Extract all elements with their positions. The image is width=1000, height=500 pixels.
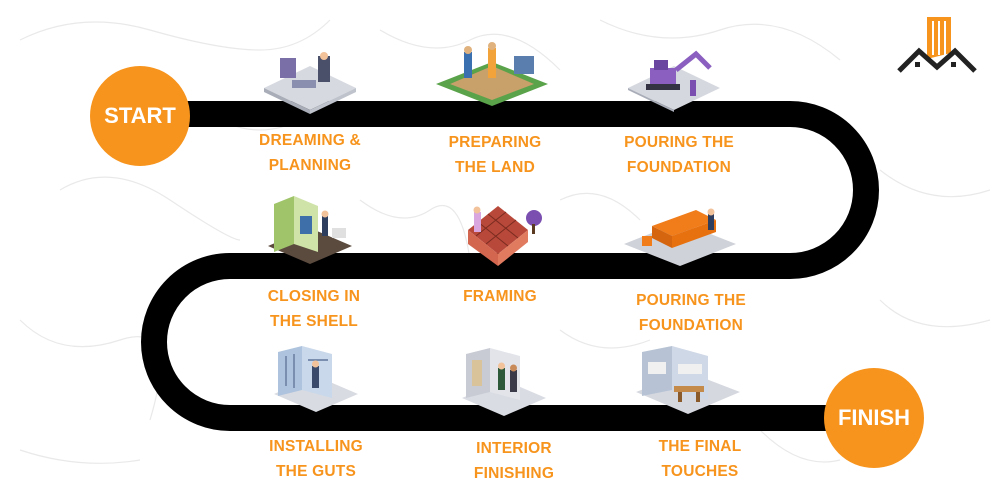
start-label: START: [104, 103, 176, 128]
finish-label: FINISH: [837, 405, 911, 430]
roof-framing-icon: [468, 206, 542, 266]
start-marker: START: [90, 66, 190, 166]
stage-label-closing-shell: CLOSING IN THE SHELL: [267, 288, 361, 330]
stage-label-interior-finishing: INTERIOR FINISHING: [473, 440, 555, 482]
finished-kitchen-icon: [636, 346, 740, 414]
finish-marker: FINISH: [824, 368, 924, 468]
planning-desk-icon: [264, 52, 356, 114]
stage-label-installing-guts: INSTALLING THE GUTS: [269, 438, 363, 480]
interior-workers-icon: [462, 348, 546, 416]
wall-cladding-icon: [268, 196, 352, 264]
stage-label-preparing-land: PREPARING THE LAND: [448, 134, 542, 176]
stage-label-pouring-foundation-2: POURING THE FOUNDATION: [636, 292, 746, 334]
stage-label-framing: FRAMING: [463, 288, 537, 305]
house-building-logo-icon: [897, 17, 977, 73]
stage-label-dreaming-planning: DREAMING & PLANNING: [259, 132, 361, 174]
excavator-icon: [628, 50, 720, 112]
land-preparation-icon: [436, 42, 548, 106]
plumbing-wiring-icon: [274, 346, 358, 412]
foundation-forms-icon: [624, 208, 736, 266]
stage-label-pouring-foundation-1: POURING THE FOUNDATION: [624, 134, 734, 176]
stage-label-final-touches: THE FINAL TOUCHES: [658, 438, 742, 480]
